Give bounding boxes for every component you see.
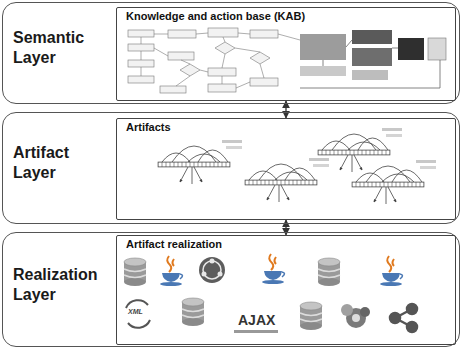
box-title: Artifacts — [124, 121, 173, 134]
artifact-figures — [158, 128, 436, 204]
box-title: Knowledge and action base (KAB) — [124, 10, 307, 23]
layer-name: Semantic Layer — [13, 28, 113, 68]
content-box: Knowledge and action base (KAB) — [116, 7, 456, 101]
layer-band: Artifact Layer Artifacts — [2, 112, 460, 224]
layer-band: Realization Layer Artifact realization — [2, 232, 460, 347]
content-box: Artifact realization — [116, 235, 456, 345]
kab-blocks — [300, 30, 446, 88]
content-box: Artifacts — [116, 118, 456, 220]
layer-name: Artifact Layer — [13, 143, 113, 183]
layer-name: Realization Layer — [13, 265, 113, 305]
icon-label: XML — [128, 308, 143, 315]
realization-icons — [124, 254, 417, 333]
icon-label: AJAX — [238, 312, 275, 328]
box-title: Artifact realization — [124, 238, 224, 251]
kab-flowchart — [128, 28, 300, 93]
layer-band: Semantic Layer Knowledge and action base … — [2, 2, 460, 104]
